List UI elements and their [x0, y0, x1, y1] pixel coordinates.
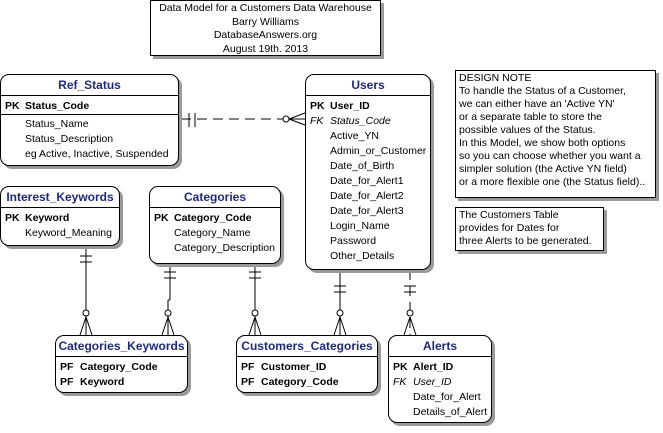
entity-key-row: PF Keyword [56, 375, 187, 390]
entity-key-row: PK Category_Code [150, 211, 280, 226]
design-note-line: possible values of the Status. [459, 124, 596, 136]
key-type: FK [393, 376, 407, 388]
key-name: Alert_ID [413, 361, 454, 373]
attribute: Date_for_Alert2 [330, 190, 404, 202]
key-name: Status_Code [25, 100, 90, 112]
attribute: Date_for_Alert3 [330, 205, 404, 217]
key-type: PF [60, 361, 74, 373]
attribute: Other_Details [330, 250, 395, 262]
entity-customers-categories[interactable]: Customers_Categories PF Customer_ID PF C… [236, 335, 378, 393]
rel-users-alerts [403, 270, 417, 336]
key-type: PF [241, 376, 255, 388]
entity-alerts[interactable]: Alerts PK Alert_ID FK User_ID Date_for_A… [388, 335, 492, 423]
key-type: PK [5, 100, 20, 112]
entity-title: Categories [150, 187, 280, 208]
attribute: eg Active, Inactive, Suspended [25, 148, 169, 160]
entity-categories-keywords[interactable]: Categories_Keywords PF Category_Code PF … [55, 335, 188, 393]
entity-title: Interest_Keywords [1, 187, 119, 208]
customers-table-note: The Customers Table provides for Dates f… [455, 207, 604, 251]
key-type: FK [310, 115, 324, 127]
customers-note-line: three Alerts to be generated. [459, 235, 592, 247]
design-note-line: so you can choose whether you want a [459, 150, 641, 162]
entity-key-row: PF Category_Code [237, 375, 377, 390]
title-line-1: Data Model for a Customers Data Warehous… [159, 2, 372, 14]
fk-name: Status_Code [330, 115, 391, 127]
design-note-line: or a more flexible one (the Status field… [459, 176, 646, 188]
design-note-line: DESIGN NOTE [459, 72, 532, 84]
title-line-3: DatabaseAnswers.org [213, 29, 318, 41]
key-name: Customer_ID [261, 361, 327, 373]
attribute: Keyword_Meaning [25, 227, 112, 239]
attribute: Active_YN [330, 130, 380, 142]
key-name: Category_Code [80, 361, 158, 373]
customers-note-line: provides for Dates for [459, 222, 560, 234]
key-type: PK [393, 361, 408, 373]
entity-ref-status[interactable]: Ref_Status PK Status_Code Status_Name St… [0, 74, 179, 166]
attribute: Details_of_Alert [413, 406, 488, 418]
diagram-title-box: Data Model for a Customers Data Warehous… [150, 0, 381, 56]
key-type: PK [154, 212, 169, 224]
rel-categories-categorieskeywords [161, 264, 176, 336]
rel-interestkeywords-categorieskeywords [79, 246, 93, 336]
entity-categories[interactable]: Categories PK Category_Code Category_Nam… [149, 186, 281, 264]
entity-fk-row: FK Status_Code [306, 114, 430, 129]
attribute: Date_of_Birth [330, 160, 395, 172]
entity-users[interactable]: Users PK User_ID FK Status_Code Active_Y… [305, 74, 431, 270]
entity-title: Ref_Status [1, 75, 178, 96]
entity-key-row: PK Keyword [1, 211, 119, 226]
attribute: Category_Name [174, 227, 251, 239]
entity-title: Categories_Keywords [56, 336, 187, 357]
design-note: DESIGN NOTE To handle the Status of a Cu… [455, 70, 656, 198]
entity-key-row: PK Alert_ID [389, 360, 491, 375]
attribute: Login_Name [330, 220, 390, 232]
design-note-line: we can either have an 'Active YN' [459, 98, 615, 110]
key-name: User_ID [330, 100, 370, 112]
entity-interest-keywords[interactable]: Interest_Keywords PK Keyword Keyword_Mea… [0, 186, 120, 246]
entity-title: Users [306, 75, 430, 96]
entity-fk-row: FK User_ID [389, 375, 491, 390]
rel-refstatus-users [181, 112, 306, 127]
key-type: PK [5, 212, 20, 224]
key-name: Category_Code [174, 212, 252, 224]
entity-key-row: PF Customer_ID [237, 360, 377, 375]
attribute: Status_Description [25, 133, 114, 145]
key-type: PF [60, 376, 74, 388]
fk-name: User_ID [413, 376, 452, 388]
design-note-line: In this Model, we show both options [459, 137, 626, 149]
design-note-line: To handle the Status of a Customer, [459, 85, 626, 97]
attribute: Password [330, 235, 377, 247]
entity-key-row: PK User_ID [306, 99, 430, 114]
key-name: Keyword [80, 376, 125, 388]
attribute: Date_for_Alert1 [330, 175, 404, 187]
rel-users-customerscategories [333, 270, 347, 336]
key-name: Keyword [25, 212, 70, 224]
customers-note-line: The Customers Table [459, 209, 559, 221]
title-line-2: Barry Williams [231, 15, 300, 28]
design-note-line: simpler solution (the Active YN field) [459, 163, 627, 175]
key-name: Category_Code [261, 376, 339, 388]
attribute: Date_for_Alert [413, 391, 481, 403]
design-note-line: or a separate table to store the [459, 111, 603, 123]
key-type: PK [310, 100, 325, 112]
rel-categories-customerscategories [248, 264, 262, 336]
attribute: Category_Description [174, 242, 275, 254]
entity-key-row: PK Status_Code [1, 99, 178, 114]
entity-key-row: PF Category_Code [56, 360, 187, 375]
attribute: Admin_or_Customer [330, 145, 427, 157]
attribute: Status_Name [25, 118, 89, 130]
entity-title: Alerts [389, 336, 491, 357]
entity-title: Customers_Categories [237, 336, 377, 357]
title-line-4: August 19th. 2013 [222, 42, 309, 55]
key-type: PF [241, 361, 255, 373]
